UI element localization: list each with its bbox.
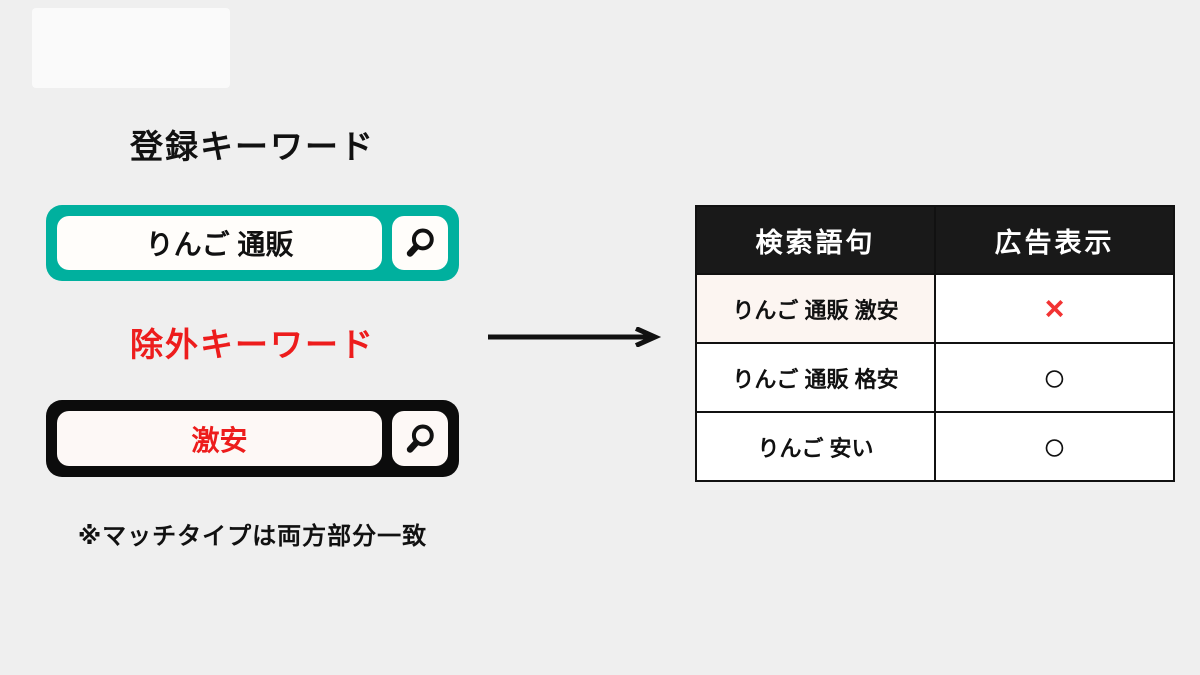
search-icon [406, 228, 434, 257]
negative-search-button[interactable] [392, 411, 448, 466]
ad-display-cell: ○ [934, 342, 1175, 413]
registered-keyword-input[interactable]: りんご 通販 [57, 216, 382, 270]
circle-mark-icon: ○ [1042, 355, 1067, 400]
table-row: りんご 安い ○ [695, 411, 1175, 482]
search-query-cell: りんご 安い [695, 411, 936, 482]
ad-display-cell: × [934, 273, 1175, 344]
ad-display-table: 検索語句 広告表示 りんご 通販 激安 × りんご 通販 格安 ○ [695, 205, 1175, 482]
column-header-ad-display: 広告表示 [934, 205, 1175, 275]
table-row: りんご 通販 激安 × [695, 273, 1175, 344]
column-header-search-query: 検索語句 [695, 205, 936, 275]
arrow-right-icon [488, 327, 662, 347]
circle-mark-icon: ○ [1042, 424, 1067, 469]
background-card [32, 8, 230, 88]
registered-keyword-heading: 登録キーワード [130, 128, 375, 165]
cross-mark-icon: × [1044, 289, 1065, 328]
table-row: りんご 通販 格安 ○ [695, 342, 1175, 413]
search-icon [406, 424, 434, 453]
registered-keyword-searchbox: りんご 通販 [46, 205, 459, 281]
match-type-note: ※マッチタイプは両方部分一致 [77, 523, 428, 550]
negative-keyword-input[interactable]: 激安 [57, 411, 382, 466]
negative-keyword-searchbox: 激安 [46, 400, 459, 477]
negative-keyword-heading: 除外キーワード [130, 326, 375, 363]
registered-search-button[interactable] [392, 216, 448, 270]
search-query-cell: りんご 通販 格安 [695, 342, 936, 413]
ad-display-cell: ○ [934, 411, 1175, 482]
table-header-row: 検索語句 広告表示 [695, 205, 1175, 275]
search-query-cell: りんご 通販 激安 [695, 273, 936, 344]
